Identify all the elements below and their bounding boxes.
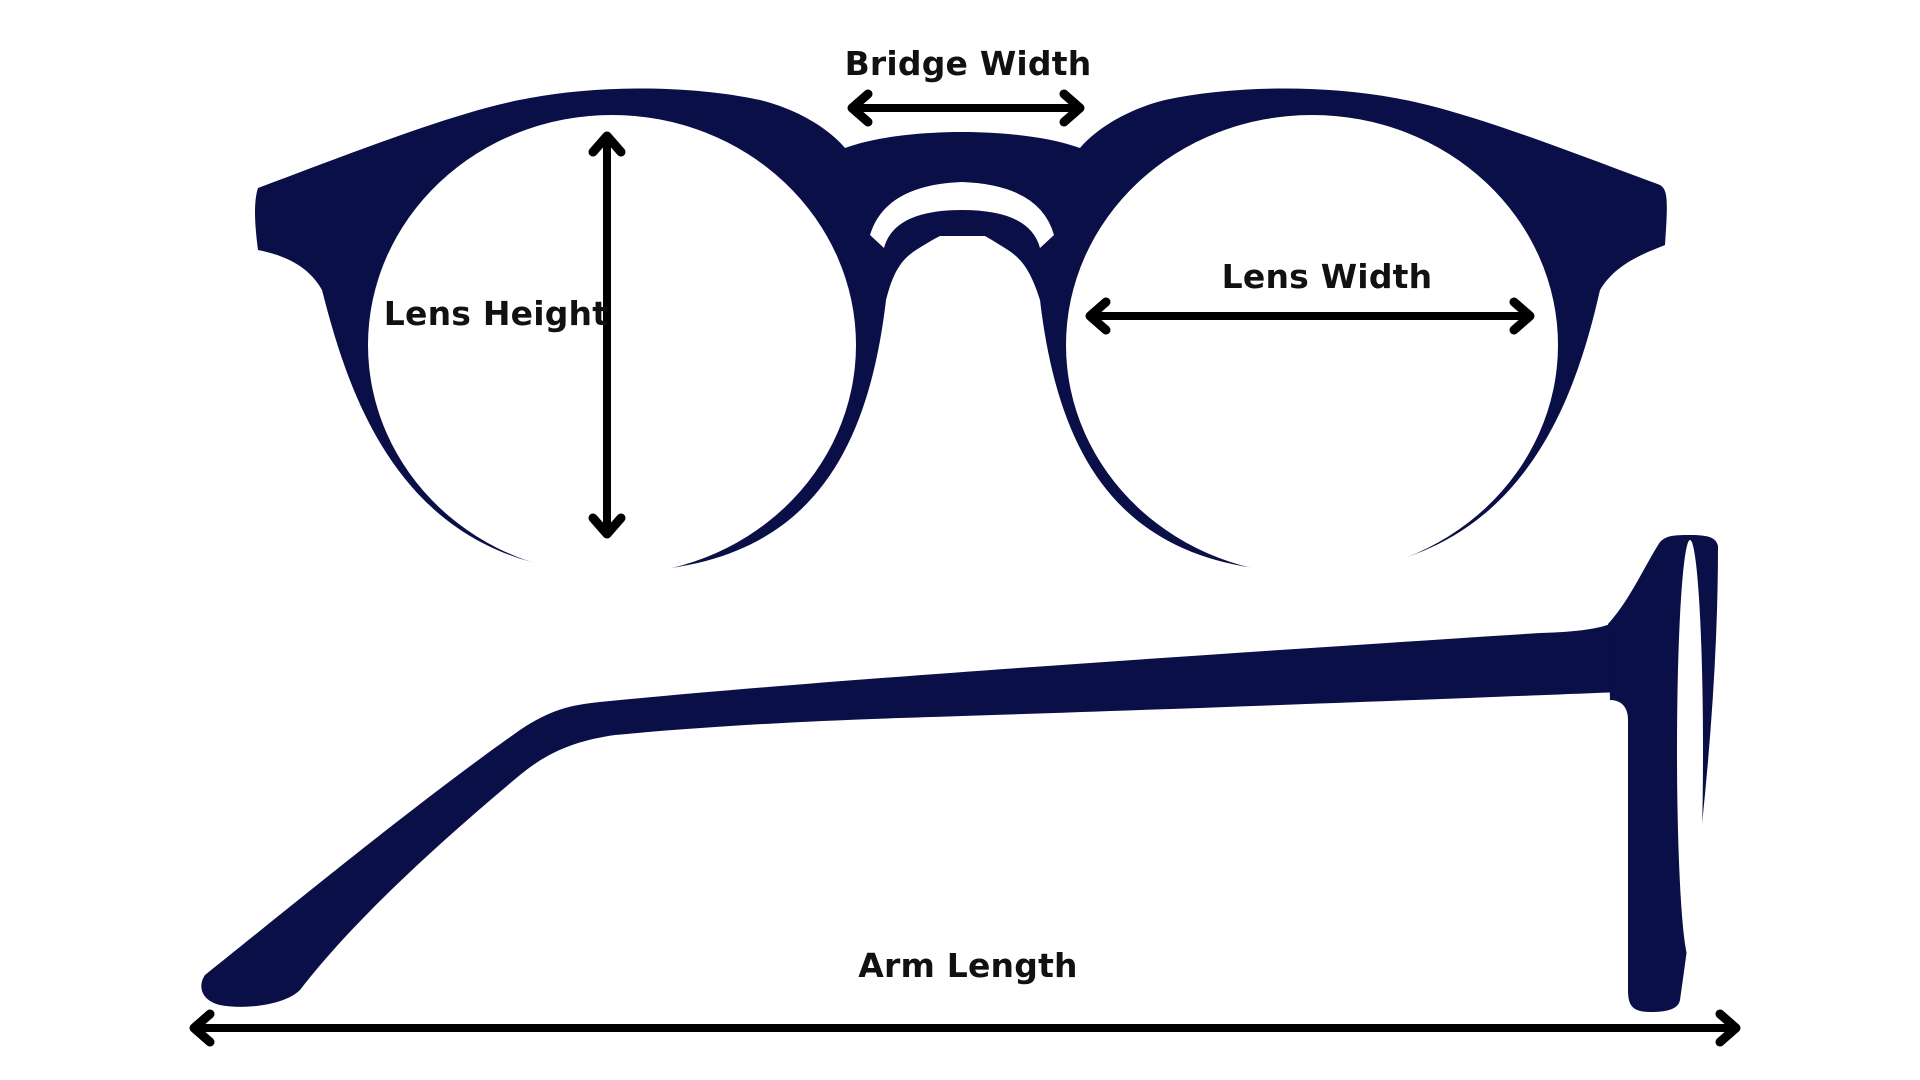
arm-length-label: Arm Length <box>858 946 1077 985</box>
arm-length-arrow <box>189 1009 1741 1047</box>
lens-width-arrow <box>1085 297 1535 335</box>
bridge-width-arrow <box>847 89 1085 127</box>
glasses-side-arm <box>201 535 1718 1012</box>
lens-height-label: Lens Height <box>384 294 608 333</box>
lens-height-arrow <box>588 131 626 539</box>
lens-width-label: Lens Width <box>1222 257 1433 296</box>
bridge-width-label: Bridge Width <box>845 44 1092 83</box>
